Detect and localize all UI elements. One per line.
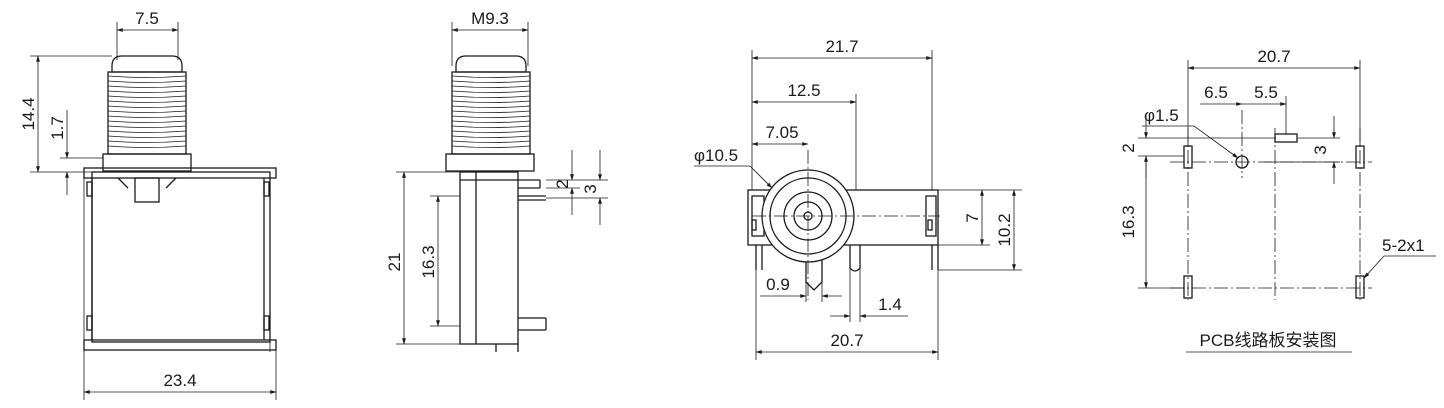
- pcb-caption: PCB线路板安装图: [1186, 331, 1352, 353]
- thread-line: [107, 135, 187, 138]
- thread-line: [107, 140, 187, 143]
- side-dim-gap-a-label: 2: [553, 179, 572, 188]
- pcb-dim-right-gap-label: 3: [1311, 145, 1330, 154]
- thread-line: [107, 95, 187, 98]
- pcb-slot: [1274, 133, 1298, 143]
- pcb-slot: [1355, 275, 1365, 299]
- rear-dim-pin-span-label: 20.7: [830, 331, 863, 350]
- rear-dim-diameter-label: φ10.5: [694, 146, 738, 165]
- pcb-dim-left-gap-label: 2: [1119, 143, 1138, 152]
- rear-dim-diameter: φ10.5: [694, 146, 773, 189]
- pcb-dim-side-gaps: 2 3: [1119, 116, 1340, 184]
- rear-dim-half-height-label: 7: [963, 213, 982, 222]
- pcb-dim-left-offset-label: 6.5: [1204, 83, 1228, 102]
- rear-view: 21.7 12.5 7.05 φ10.5 7 10.2: [694, 37, 1022, 360]
- thread-line: [451, 135, 531, 138]
- rear-dim-heights: 7 10.2: [938, 189, 1022, 271]
- pcb-dim-overall-width: 20.7: [1187, 47, 1361, 146]
- thread-line: [107, 105, 187, 108]
- thread-line: [451, 120, 531, 123]
- thread-line: [107, 100, 187, 103]
- rear-dim-center-offset: 12.5: [751, 81, 857, 190]
- thread-line: [107, 90, 187, 93]
- front-dim-top-width-label: 7.5: [135, 9, 159, 28]
- front-dim-height-small-label: 1.7: [48, 116, 67, 140]
- thread-line: [451, 105, 531, 108]
- pcb-dim-hole: φ1.5: [1142, 106, 1239, 159]
- side-dim-gap-b-label: 3: [581, 184, 600, 193]
- rear-body: [747, 150, 940, 300]
- front-dim-body-width: 23.4: [83, 350, 277, 400]
- rear-dim-pins: 0.9 1.4 20.7: [755, 268, 939, 360]
- thread-line: [107, 125, 187, 128]
- pcb-hole: [1235, 155, 1249, 169]
- thread-line: [451, 130, 531, 133]
- pcb-dim-slot-spec: 5-2x1: [1363, 236, 1436, 279]
- side-view: M9.3 21 16.3 2 3: [385, 9, 608, 352]
- pcb-dim-right-offset-label: 5.5: [1254, 83, 1278, 102]
- pcb-dim-overall-width-label: 20.7: [1257, 47, 1290, 66]
- thread-line: [107, 115, 187, 118]
- thread-line: [107, 145, 187, 148]
- thread-line: [107, 85, 187, 88]
- pcb-slots: [1183, 133, 1365, 299]
- thread-line: [451, 95, 531, 98]
- rear-dim-hole-offset-label: 7.05: [765, 123, 798, 142]
- side-dim-gaps: 2 3: [546, 150, 608, 225]
- rear-dim-full-height-label: 10.2: [995, 213, 1014, 246]
- pcb-dim-slot-spec-label: 5-2x1: [1382, 236, 1425, 255]
- thread-line: [107, 110, 187, 113]
- rear-dim-pin-offset-label: 1.4: [878, 295, 902, 314]
- pcb-dim-vertical-span: 16.3: [1119, 156, 1184, 289]
- front-dim-top-width: 7.5: [116, 9, 179, 60]
- side-dim-height-total-label: 21: [385, 253, 404, 272]
- thread-line: [107, 130, 187, 133]
- pcb-dim-vertical-span-label: 16.3: [1119, 205, 1138, 238]
- thread-line: [107, 80, 187, 83]
- front-dim-height-small: 1.7: [48, 110, 103, 195]
- thread-line: [451, 110, 531, 113]
- thread-line: [451, 125, 531, 128]
- front-view: 7.5 14.4 1.7 23.4: [19, 9, 277, 400]
- front-dim-height-total-label: 14.4: [19, 97, 38, 130]
- thread-line: [107, 120, 187, 123]
- side-dim-pin-height: 16.3: [419, 195, 460, 327]
- thread-line: [107, 75, 187, 78]
- thread-line: [451, 140, 531, 143]
- front-body: [83, 167, 277, 352]
- thread-line: [451, 115, 531, 118]
- thread-line: [451, 75, 531, 78]
- pcb-dim-offsets: 6.5 5.5: [1200, 83, 1287, 134]
- rear-dim-pin-width-label: 0.9: [766, 275, 790, 294]
- side-body: [459, 171, 547, 352]
- rear-dim-center-offset-label: 12.5: [787, 81, 820, 100]
- thread-line: [451, 100, 531, 103]
- front-dim-body-width-label: 23.4: [163, 371, 196, 390]
- side-threaded-barrel: [445, 55, 535, 172]
- pcb-slot: [1183, 275, 1193, 299]
- thread-line: [451, 145, 531, 148]
- front-dim-height-total: 14.4: [19, 55, 112, 173]
- side-dim-height-total: 21: [385, 171, 460, 345]
- pcb-dim-hole-diameter-label: φ1.5: [1144, 106, 1179, 125]
- pcb-layout: 20.7 6.5 5.5 φ1.5 2 3: [1119, 47, 1436, 353]
- thread-line: [451, 80, 531, 83]
- thread-line: [451, 90, 531, 93]
- side-dim-pin-height-label: 16.3: [419, 245, 438, 278]
- rear-dim-overall-width-label: 21.7: [825, 37, 858, 56]
- thread-line: [451, 85, 531, 88]
- pcb-caption-text: PCB线路板安装图: [1200, 331, 1337, 350]
- side-dim-thread-label: M9.3: [471, 9, 509, 28]
- side-dim-thread: M9.3: [451, 9, 529, 66]
- pcb-centerlines: [1170, 110, 1372, 300]
- rear-dim-overall-width: 21.7: [751, 37, 933, 190]
- rear-dim-hole-offset: 7.05: [751, 123, 809, 146]
- front-threaded-barrel: [102, 55, 192, 172]
